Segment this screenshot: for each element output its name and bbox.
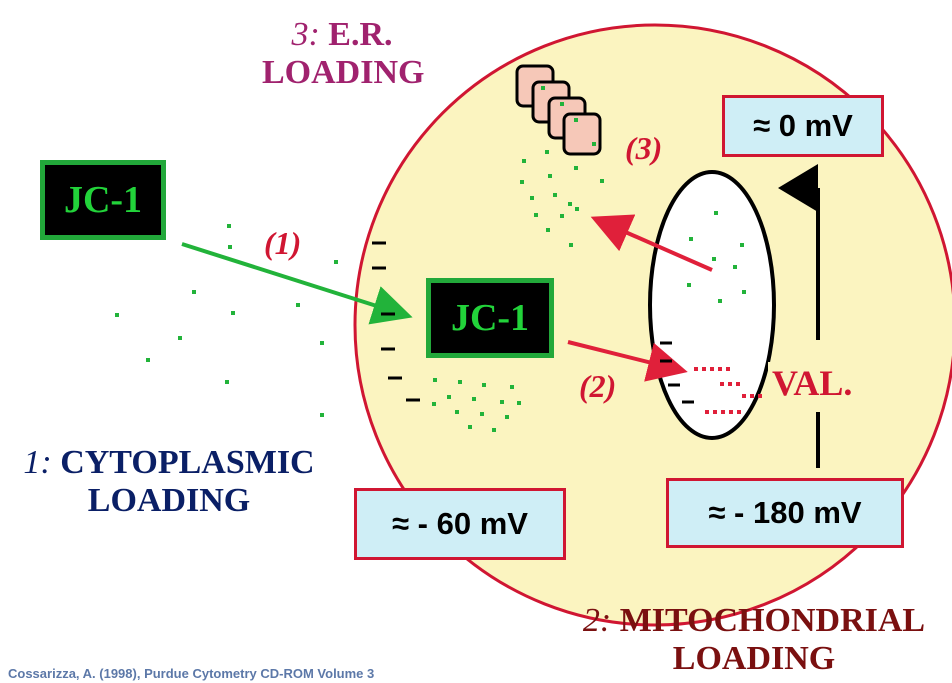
cyto-title-line1: CYTOPLASMIC — [60, 444, 315, 481]
er-cisterna — [562, 112, 602, 156]
er-title-line1: E.R. — [328, 16, 393, 53]
arrow-step-1 — [181, 242, 413, 325]
arrow-step-3 — [590, 214, 713, 272]
er-stack — [515, 64, 602, 156]
potential-mito-box: ≈ - 180 mV — [666, 478, 904, 548]
cyto-step-number: 1: — [23, 444, 52, 481]
mito-title-line2: LOADING — [672, 640, 836, 677]
potential-cell-box: ≈ - 60 mV — [354, 488, 566, 560]
jc1-outside-box: JC-1 — [40, 160, 166, 240]
accumulated-dye — [694, 367, 762, 414]
cyto-title-line2: LOADING — [87, 482, 251, 519]
mito-title-line1: MITOCHONDRIAL — [619, 602, 926, 639]
negative-charges — [372, 241, 694, 404]
mito-step-number: 2: — [582, 602, 612, 639]
step-2-label: (2) — [579, 368, 617, 404]
er-step-number: 3: — [291, 16, 320, 53]
dye-particles — [115, 86, 746, 432]
er-title-line2: LOADING — [262, 54, 425, 91]
er-loading-label: 3: E.R. LOADING — [262, 16, 425, 92]
jc1-inside-box: JC-1 — [426, 278, 554, 358]
arrow-step-2 — [567, 340, 688, 382]
mitochondrion — [648, 170, 776, 440]
source-credit: Cossarizza, A. (1998), Purdue Cytometry … — [8, 666, 375, 681]
potential-top-box: ≈ 0 mV — [722, 95, 884, 157]
valinomycin-label: VAL. — [768, 362, 857, 404]
cytoplasmic-loading-label: 1: CYTOPLASMIC LOADING — [8, 444, 330, 520]
mitochondrial-loading-label: 2: MITOCHONDRIAL LOADING — [566, 602, 942, 678]
step-1-label: (1) — [264, 225, 302, 261]
step-3-label: (3) — [625, 130, 663, 166]
